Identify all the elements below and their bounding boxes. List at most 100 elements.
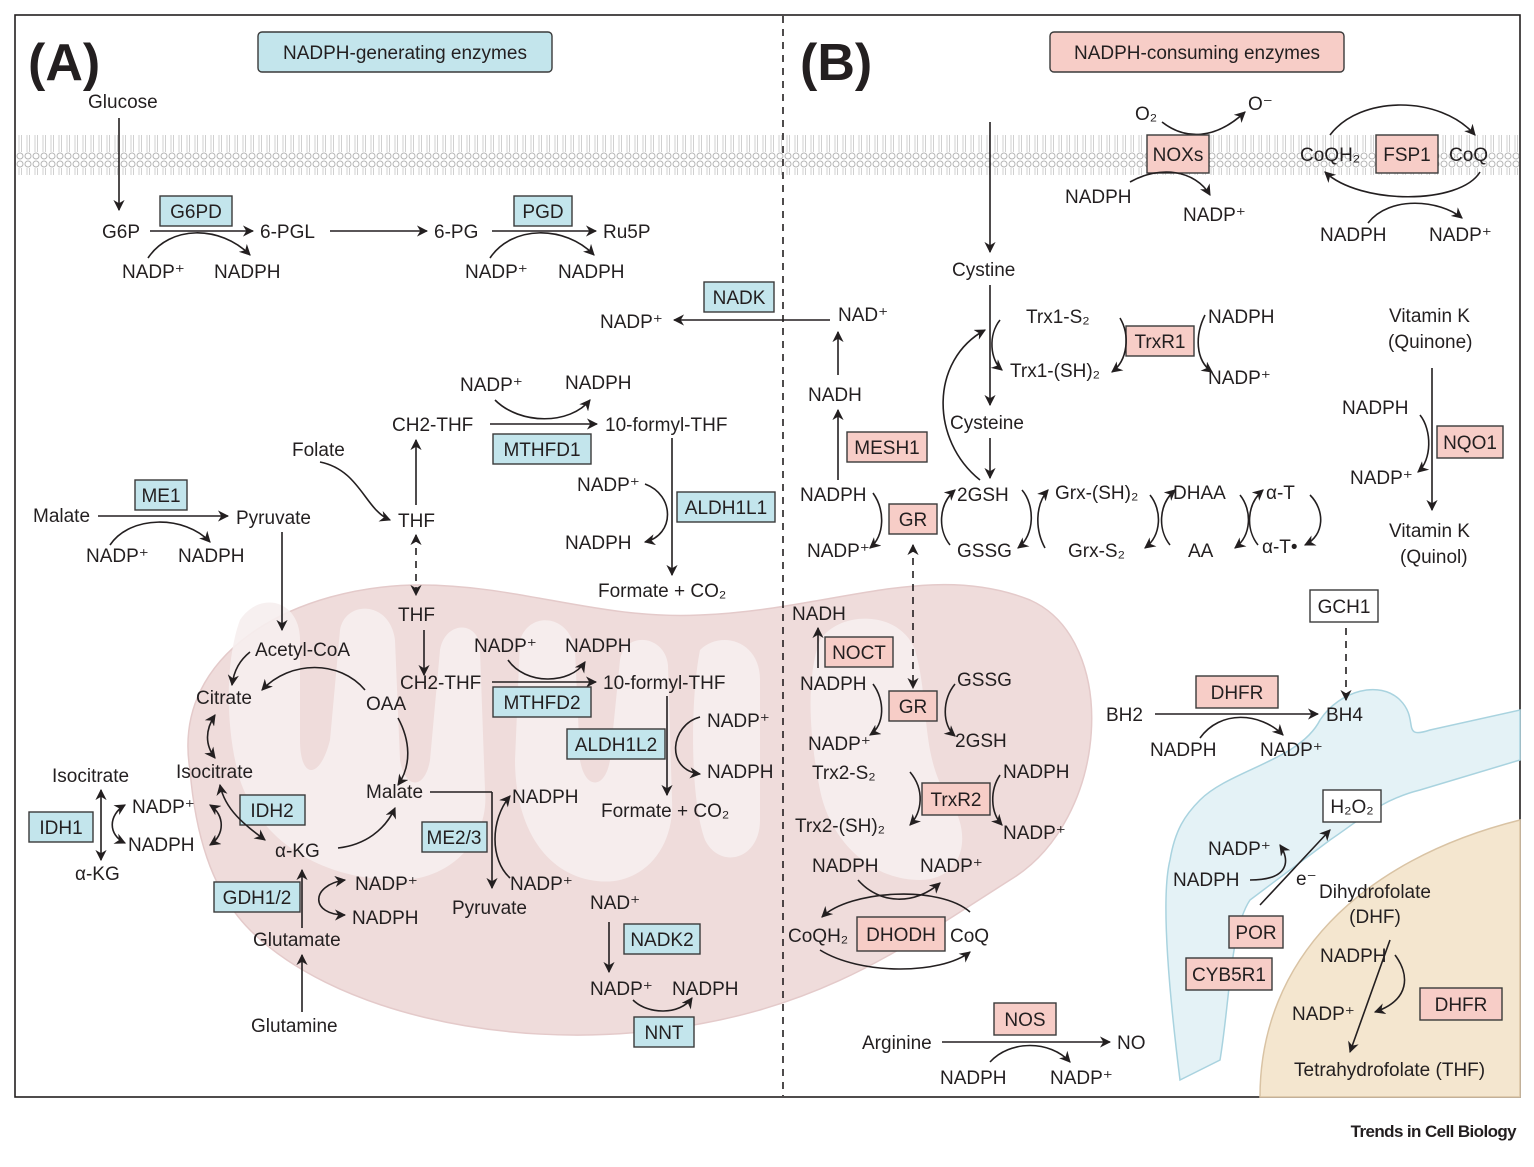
label-nadp: NADP⁺	[590, 979, 653, 1000]
label-grx-s2: Grx-S₂	[1068, 541, 1125, 562]
enzyme-gdh1-2-label: GDH1/2	[223, 888, 292, 909]
noxs-reaction: O₂ O⁻ NOXs NADPH NADP⁺	[1065, 94, 1273, 226]
label-nadp: NADP⁺	[1260, 740, 1323, 761]
label-nadph: NADPH	[178, 546, 245, 567]
enzyme-por-label: POR	[1235, 923, 1276, 944]
label-6pgl: 6-PGL	[260, 222, 315, 243]
label-nadph: NADPH	[812, 856, 879, 877]
label-nadph: NADPH	[1342, 398, 1409, 419]
enzyme-gr-mito-label: GR	[899, 697, 928, 718]
enzyme-dhodh	[856, 916, 946, 952]
label-nadp: NADP⁺	[460, 375, 523, 396]
folate-cytosol: CH2-THF NADP⁺ NADPH MTHFD1 10-formyl-THF…	[292, 373, 776, 602]
enzyme-nnt	[633, 1016, 695, 1048]
label-pyruvate: Pyruvate	[236, 508, 311, 529]
label-nadh: NADH	[808, 385, 862, 406]
enzyme-mesh1	[846, 431, 928, 463]
enzyme-nadk-label: NADK	[713, 288, 766, 309]
enzyme-idh1-label: IDH1	[39, 818, 82, 839]
label-vitamin-k-quinone: Vitamin K	[1389, 306, 1470, 327]
enzyme-nqo1-label: NQO1	[1443, 433, 1497, 454]
label-bh2: BH2	[1106, 705, 1143, 726]
label-nadp: NADP⁺	[920, 856, 983, 877]
enzyme-noxs	[1146, 134, 1210, 174]
enzyme-nos	[993, 1002, 1057, 1036]
label-quinol: (Quinol)	[1400, 547, 1468, 568]
label-6pg: 6-PG	[434, 222, 478, 243]
label-electron: e⁻	[1296, 869, 1317, 890]
enzyme-me2-3-label: ME2/3	[427, 828, 482, 849]
label-nadph: NADPH	[1003, 762, 1070, 783]
label-folate: Folate	[292, 440, 345, 461]
fsp1-reaction: CoQH₂ FSP1 CoQ NADPH NADP⁺	[1300, 104, 1492, 246]
label-o-minus: O⁻	[1248, 94, 1273, 115]
enzyme-aldh1l2-label: ALDH1L2	[575, 735, 657, 756]
label-formate-co2-mito: Formate + CO₂	[601, 801, 729, 822]
label-akg-cyto: α-KG	[75, 864, 120, 885]
label-isocitrate-cyto: Isocitrate	[52, 766, 129, 787]
label-nadph: NADPH	[565, 636, 632, 657]
label-trx1-sh2: Trx1-(SH)₂	[1010, 361, 1100, 382]
label-nadp: NADP⁺	[122, 262, 185, 283]
label-cystine: Cystine	[952, 260, 1015, 281]
label-acetyl-coa: Acetyl-CoA	[255, 640, 350, 661]
label-ch2thf: CH2-THF	[392, 415, 473, 436]
box-gch1-label: GCH1	[1318, 597, 1371, 618]
mito-tca-region: THF CH2-THF NADP⁺ NADPH MTHFD2 10-formyl…	[28, 605, 774, 1048]
label-ru5p: Ru5P	[603, 222, 651, 243]
enzyme-trxr2	[921, 782, 991, 816]
label-alpha-t-radical: α-T•	[1262, 537, 1298, 558]
label-nadp: NADP⁺	[1429, 225, 1492, 246]
enzyme-nnt-label: NNT	[644, 1023, 683, 1044]
label-nadph: NADPH	[565, 373, 632, 394]
label-nadph: NADPH	[1150, 740, 1217, 761]
label-coqh2: CoQH₂	[1300, 145, 1360, 166]
label-nadph: NADPH	[1065, 187, 1132, 208]
enzyme-gr-label: GR	[899, 510, 928, 531]
label-nadph: NADPH	[512, 787, 579, 808]
enzyme-dhfr	[1195, 675, 1279, 709]
enzyme-dhfr-label: DHFR	[1211, 683, 1264, 704]
label-nadp: NADP⁺	[600, 312, 663, 333]
label-nadp: NADP⁺	[86, 546, 149, 567]
label-10-formyl-thf: 10-formyl-THF	[605, 415, 727, 436]
label-nadph: NADPH	[565, 533, 632, 554]
label-gssg: GSSG	[957, 670, 1012, 691]
enzyme-noct	[824, 636, 894, 668]
label-nadph: NADPH	[1320, 946, 1387, 967]
enzyme-fsp1-label: FSP1	[1383, 145, 1431, 166]
bh4-region: GCH1 BH2 DHFR NADPH NADP⁺ BH4	[1106, 589, 1379, 761]
label-nadph: NADPH	[1320, 225, 1387, 246]
nadk-reaction: NADK NADP⁺	[600, 281, 808, 333]
label-nadp: NADP⁺	[1208, 368, 1271, 389]
enzyme-fsp1	[1375, 134, 1439, 174]
me1-reaction: Malate ME1 NADP⁺ NADPH Pyruvate	[33, 479, 311, 632]
label-no: NO	[1117, 1033, 1146, 1054]
label-oaa: OAA	[366, 694, 406, 715]
label-trx2-s2: Trx2-S₂	[812, 763, 876, 784]
panel-a-label: (A)	[28, 34, 100, 92]
enzyme-trxr2-label: TrxR2	[930, 790, 981, 811]
label-nadph: NADPH	[800, 674, 867, 695]
pentose-phosphate-pathway: Glucose G6P G6PD NADP⁺ NADPH 6-PGL 6-PG …	[88, 92, 651, 283]
label-dhf: (DHF)	[1349, 907, 1401, 928]
label-nadph: NADPH	[672, 979, 739, 1000]
enzyme-dhfr-nucleus	[1419, 987, 1503, 1021]
label-nadp: NADP⁺	[1350, 468, 1413, 489]
enzyme-me2-3	[421, 821, 488, 853]
label-thf-mito: THF	[398, 605, 435, 626]
label-quinone: (Quinone)	[1388, 332, 1473, 353]
label-nadph: NADPH	[352, 908, 419, 929]
label-dhaa: DHAA	[1173, 483, 1226, 504]
label-10-formyl-thf-mito: 10-formyl-THF	[603, 673, 725, 694]
legend-generating-box	[257, 31, 553, 73]
label-trx2-sh2: Trx2-(SH)₂	[795, 816, 885, 837]
label-2gsh: 2GSH	[957, 485, 1009, 506]
enzyme-cyb5r1	[1185, 957, 1273, 991]
label-glucose: Glucose	[88, 92, 158, 113]
enzyme-noct-label: NOCT	[832, 643, 886, 664]
enzyme-nos-label: NOS	[1004, 1010, 1045, 1031]
enzyme-g6pd-label: G6PD	[170, 202, 222, 223]
enzyme-me1-label: ME1	[141, 486, 180, 507]
